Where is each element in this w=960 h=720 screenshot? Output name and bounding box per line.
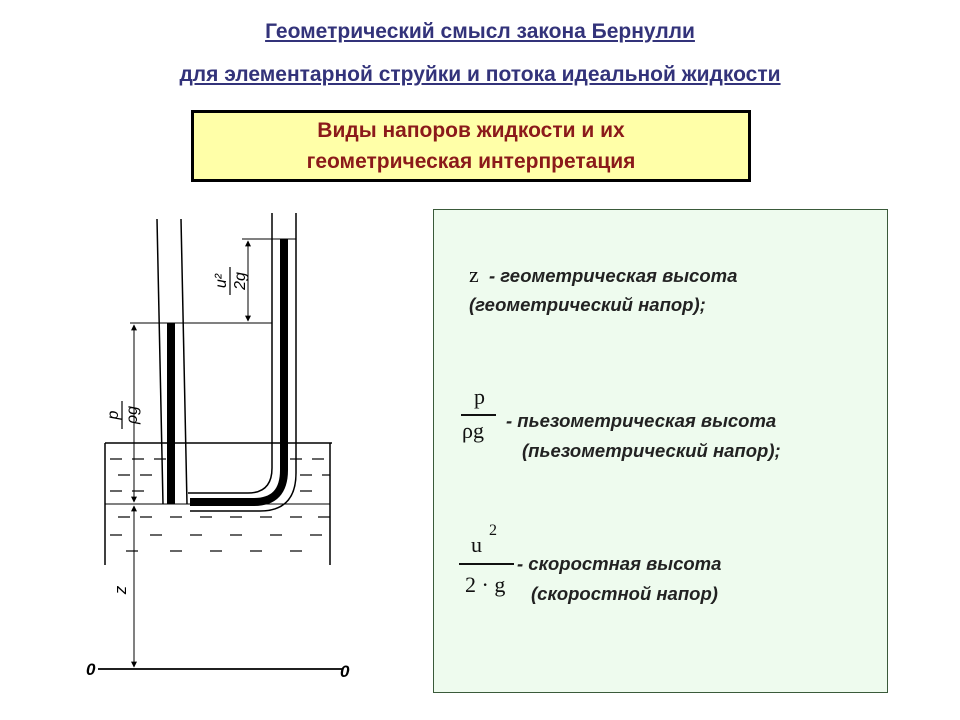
label-u2: u²	[213, 273, 230, 288]
legend-panel: z - геометрическая высота (геометрически…	[433, 209, 888, 693]
piezometer-liquid	[167, 323, 175, 504]
datum-label-right: 0	[340, 662, 350, 681]
heads-title-line1: Виды напоров жидкости и их	[317, 119, 625, 142]
v-fraction-bar	[459, 563, 514, 565]
heads-title-line2: геометрическая интерпретация	[306, 150, 636, 173]
v-exponent: 2	[489, 522, 497, 539]
p-description-2: (пьезометрический напор);	[522, 440, 781, 461]
p-description: - пьезометрическая высота	[506, 410, 777, 431]
v-numerator: u	[471, 532, 482, 557]
p-numerator: p	[474, 384, 485, 409]
pitot-tube-inner	[190, 213, 297, 512]
label-p: p	[105, 410, 122, 420]
page-title: Геометрический смысл закона Бернулли	[265, 20, 695, 43]
pitot-liquid	[190, 239, 288, 506]
v-description: - скоростная высота	[517, 553, 722, 574]
pitot-tube-outer	[188, 213, 273, 494]
label-2g: 2g	[232, 272, 249, 291]
page-subtitle: для элементарной струйки и потока идеаль…	[179, 63, 781, 86]
heads-title-box: Виды напоров жидкости и их геометрическа…	[191, 110, 751, 182]
z-description-2: (геометрический напор);	[469, 294, 706, 315]
v-description-2: (скоростной напор)	[531, 583, 718, 604]
p-fraction-bar	[461, 414, 496, 416]
piezometer-outer-right	[180, 218, 188, 505]
z-symbol: z	[469, 262, 479, 287]
z-description: - геометрическая высота	[489, 265, 738, 286]
label-z: z	[111, 585, 130, 595]
bernoulli-diagram: u² 2g p ρg z 0 0	[86, 213, 350, 681]
datum-label-left: 0	[86, 660, 96, 679]
piezometer-outer-left	[156, 218, 164, 505]
label-rho-g: ρg	[124, 406, 141, 425]
v-denominator: 2 · g	[465, 572, 506, 597]
p-denominator: ρg	[462, 418, 484, 443]
